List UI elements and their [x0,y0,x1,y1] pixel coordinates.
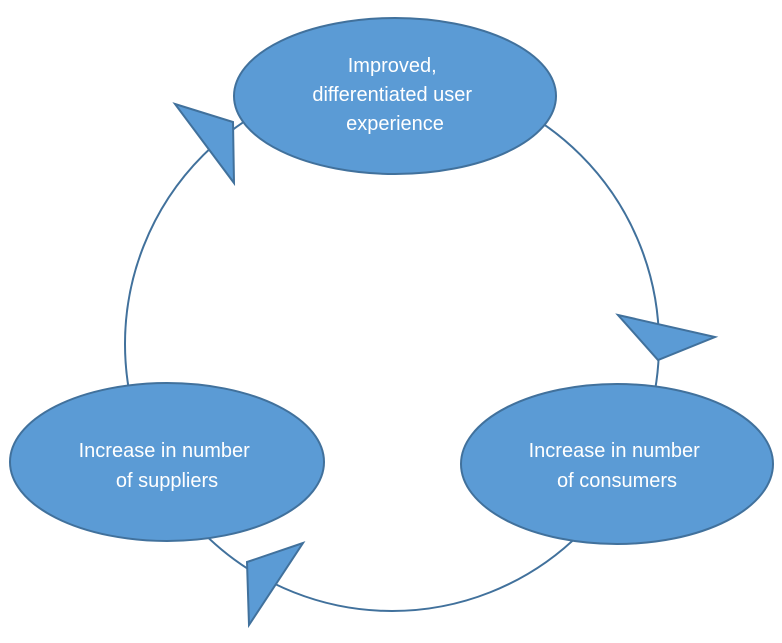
node-shape [9,382,325,542]
node-label-line: Improved, [348,55,437,77]
node-increase-suppliers: Increase in number of suppliers [9,382,325,542]
node-label-line: Increase in number [529,440,701,462]
arrowhead-left-to-top [172,102,236,187]
node-shape [460,383,774,545]
node-label-line: of consumers [557,470,677,492]
arrowhead-top-to-right [615,313,719,362]
node-label-line: differentiated user [312,84,472,106]
node-label-line: of suppliers [116,470,218,492]
node-label: Increase in number of suppliers [79,440,256,492]
node-label: Improved, differentiated user experience [312,55,477,135]
node-improved-user-experience: Improved, differentiated user experience [233,17,557,175]
node-increase-consumers: Increase in number of consumers [460,383,774,545]
node-shape [233,17,557,175]
node-label: Increase in number of consumers [529,440,706,492]
node-label-line: experience [346,113,444,135]
node-label-line: Increase in number [79,440,251,462]
arrowhead-right-to-left [245,541,306,629]
